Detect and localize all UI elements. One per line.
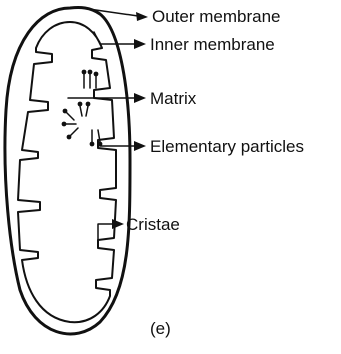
matrix-arrowhead (134, 93, 146, 103)
outer-membrane-outline (5, 8, 130, 334)
elementary-particles-arrowhead (134, 141, 146, 151)
inner-membrane-outline (18, 22, 116, 322)
outer-membrane-arrow-line (82, 8, 138, 16)
leader-arrows (68, 8, 148, 242)
cristae-arrowhead (112, 219, 124, 229)
cristae-label: Cristae (126, 216, 180, 233)
outer-membrane-arrowhead (136, 12, 148, 21)
matrix-label: Matrix (150, 90, 196, 107)
inner-membrane-label: Inner membrane (150, 36, 275, 53)
figure-caption: (e) (150, 320, 171, 337)
inner-membrane-arrowhead (134, 39, 146, 49)
outer-membrane-label: Outer membrane (152, 8, 281, 25)
elementary-particles-label: Elementary particles (150, 138, 304, 155)
elementary-particles-cluster (62, 70, 103, 147)
